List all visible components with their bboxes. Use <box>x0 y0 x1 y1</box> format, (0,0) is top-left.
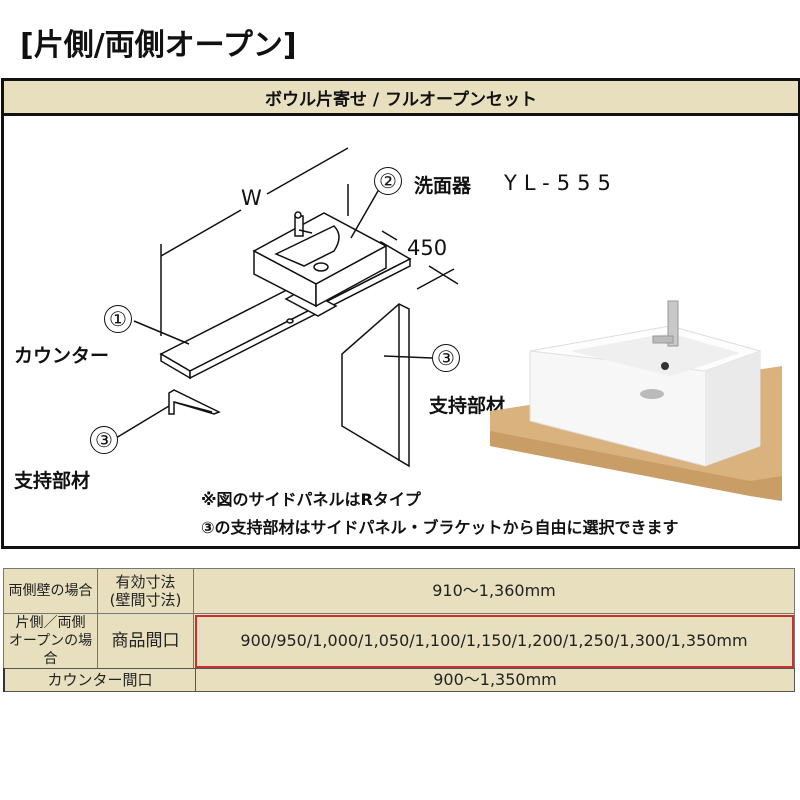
case-both-walls: 両側壁の場合 <box>3 568 98 614</box>
callout-3-bracket-marker: ③ <box>90 426 118 454</box>
case-text: 片側／両側 オープンの場合 <box>8 615 93 667</box>
value-product-widths: 900/950/1,000/1,050/1,100/1,150/1,200/1,… <box>193 613 795 669</box>
note-side-panel-type: ※図のサイドパネルはRタイプ <box>201 490 421 509</box>
installation-diagram: ① カウンター ② 洗面器 YL-555 ③ 支持部材 ③ 支持部材 W 450… <box>4 116 798 546</box>
callout-3-panel-label: 支持部材 <box>429 395 506 417</box>
callout-3-bracket-label: 支持部材 <box>14 470 91 492</box>
callout-2-marker: ② <box>374 167 402 195</box>
table-row: 両側壁の場合 有効寸法 (壁間寸法) 910～1,360mm <box>3 568 795 614</box>
item-text: 有効寸法 (壁間寸法) <box>109 573 182 609</box>
spec-header: ボウル片寄せ / フルオープンセット <box>4 81 798 116</box>
page-title: [片側/両側オープン] <box>20 28 297 63</box>
item-product-width: 商品間口 <box>97 613 194 669</box>
table-row: カウンター間口 900～1,350mm <box>3 668 795 692</box>
width-dimension-label: W <box>241 186 262 210</box>
basin-product-photo <box>490 291 782 506</box>
dimensions-table: 両側壁の場合 有効寸法 (壁間寸法) 910～1,360mm 片側／両側 オープ… <box>3 568 795 669</box>
basin-model-number: YL-555 <box>504 171 618 195</box>
callout-1-marker: ① <box>104 305 132 333</box>
table-row: 片側／両側 オープンの場合 商品間口 900/950/1,000/1,050/1… <box>3 613 795 669</box>
item-effective-dimension: 有効寸法 (壁間寸法) <box>97 568 194 614</box>
spec-box: ボウル片寄せ / フルオープンセット <box>1 78 800 549</box>
depth-dimension-label: 450 <box>407 236 448 260</box>
counter-width-value: 900～1,350mm <box>195 668 795 692</box>
value-effective-dimension: 910～1,360mm <box>193 568 795 614</box>
case-open-sides: 片側／両側 オープンの場合 <box>3 613 98 669</box>
callout-3-panel-marker: ③ <box>432 344 460 372</box>
counter-width-table: カウンター間口 900～1,350mm <box>3 668 795 692</box>
isometric-drawing <box>115 147 459 468</box>
callout-1-label: カウンター <box>14 345 110 367</box>
note-support-selection: ③の支持部材はサイドパネル・ブラケットから自由に選択できます <box>201 518 679 537</box>
counter-width-label: カウンター間口 <box>3 668 196 692</box>
callout-2-label: 洗面器 <box>414 175 472 197</box>
